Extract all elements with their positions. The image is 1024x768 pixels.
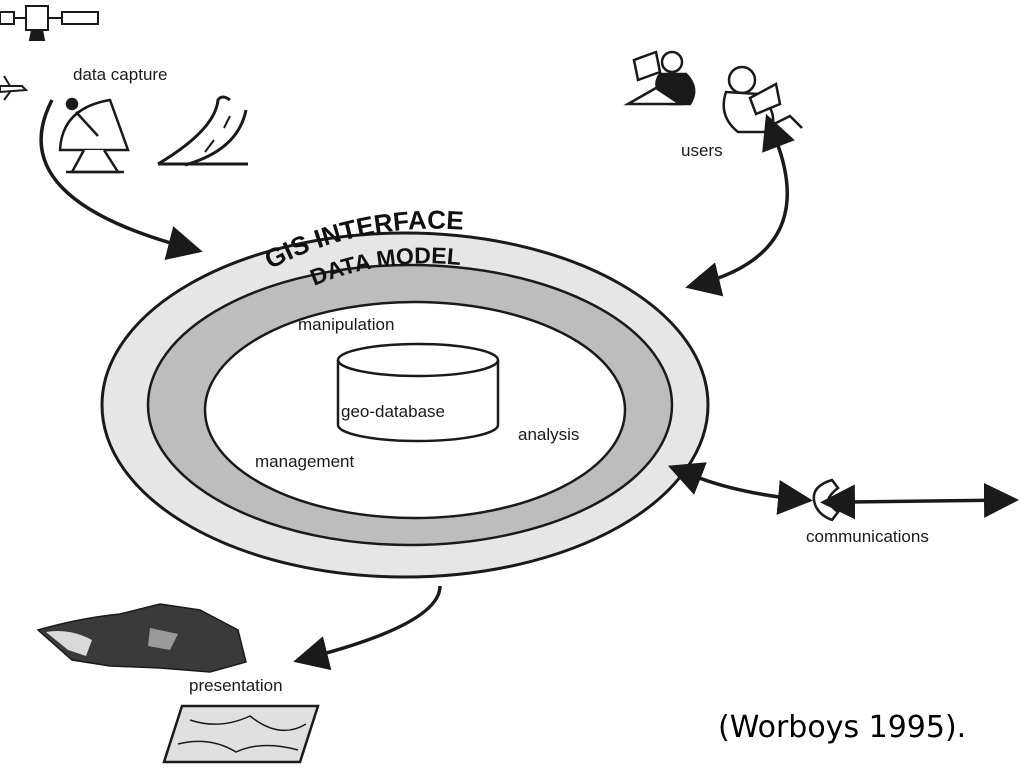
- road-icon: [157, 95, 248, 167]
- node-communications: communications: [806, 527, 929, 546]
- citation: (Worboys 1995).: [718, 710, 967, 745]
- satellite-dish-icon: [58, 97, 130, 174]
- map-icon: [162, 704, 320, 764]
- arrow-communications-line: [820, 482, 1019, 520]
- arrow-communications-ring: [667, 462, 813, 515]
- node-data-capture: data capture: [73, 65, 168, 84]
- plane-icon: [0, 75, 29, 101]
- terrain-map-icon: [36, 603, 247, 673]
- database-cylinder-icon: [336, 342, 500, 443]
- satellite-icon: [0, 5, 99, 41]
- function-analysis: analysis: [518, 425, 579, 444]
- core-label: geo-database: [341, 402, 445, 421]
- arrow-presentation: [293, 585, 442, 671]
- node-users: users: [681, 141, 723, 160]
- function-management: management: [255, 452, 355, 471]
- node-presentation: presentation: [189, 676, 283, 695]
- arrow-users: [685, 113, 795, 297]
- telephone-icon: [812, 478, 840, 522]
- reader-icon-2: [722, 65, 803, 134]
- reader-icon: [623, 50, 696, 106]
- arrow-data-capture: [39, 99, 203, 261]
- function-manipulation: manipulation: [298, 315, 394, 334]
